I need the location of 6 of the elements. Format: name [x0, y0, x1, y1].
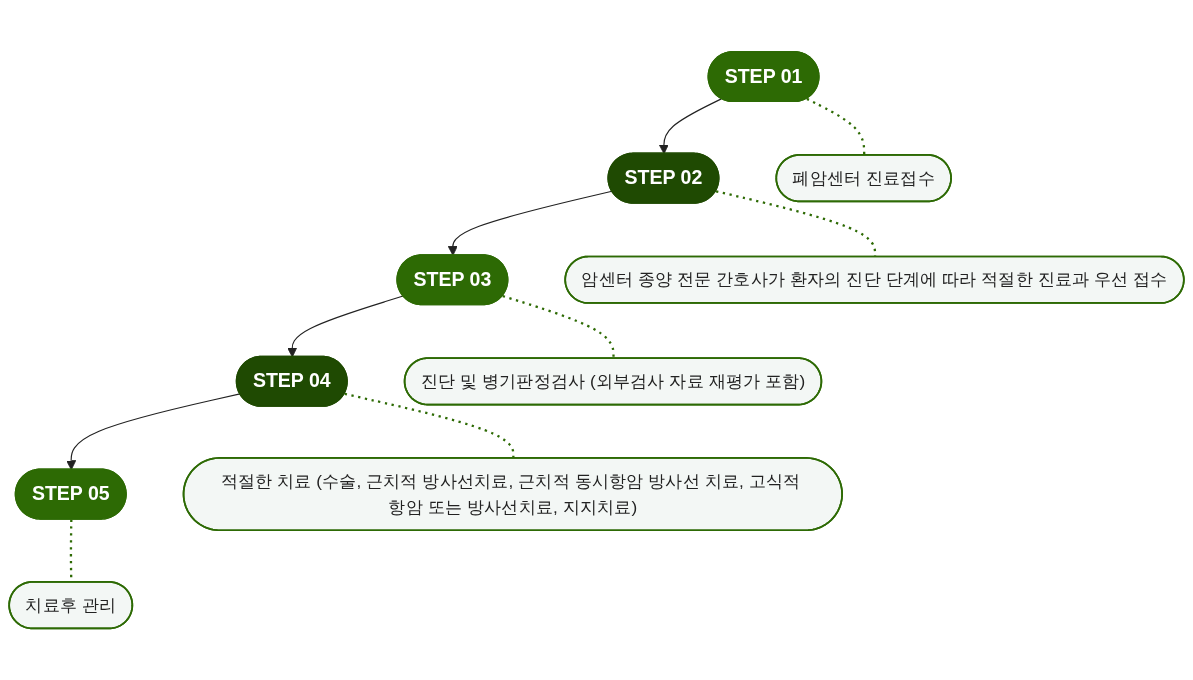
arrow — [66, 393, 241, 471]
connector — [344, 392, 515, 459]
connector — [806, 97, 866, 156]
arrow — [287, 295, 404, 358]
arrow — [658, 98, 722, 155]
connector — [502, 294, 615, 359]
